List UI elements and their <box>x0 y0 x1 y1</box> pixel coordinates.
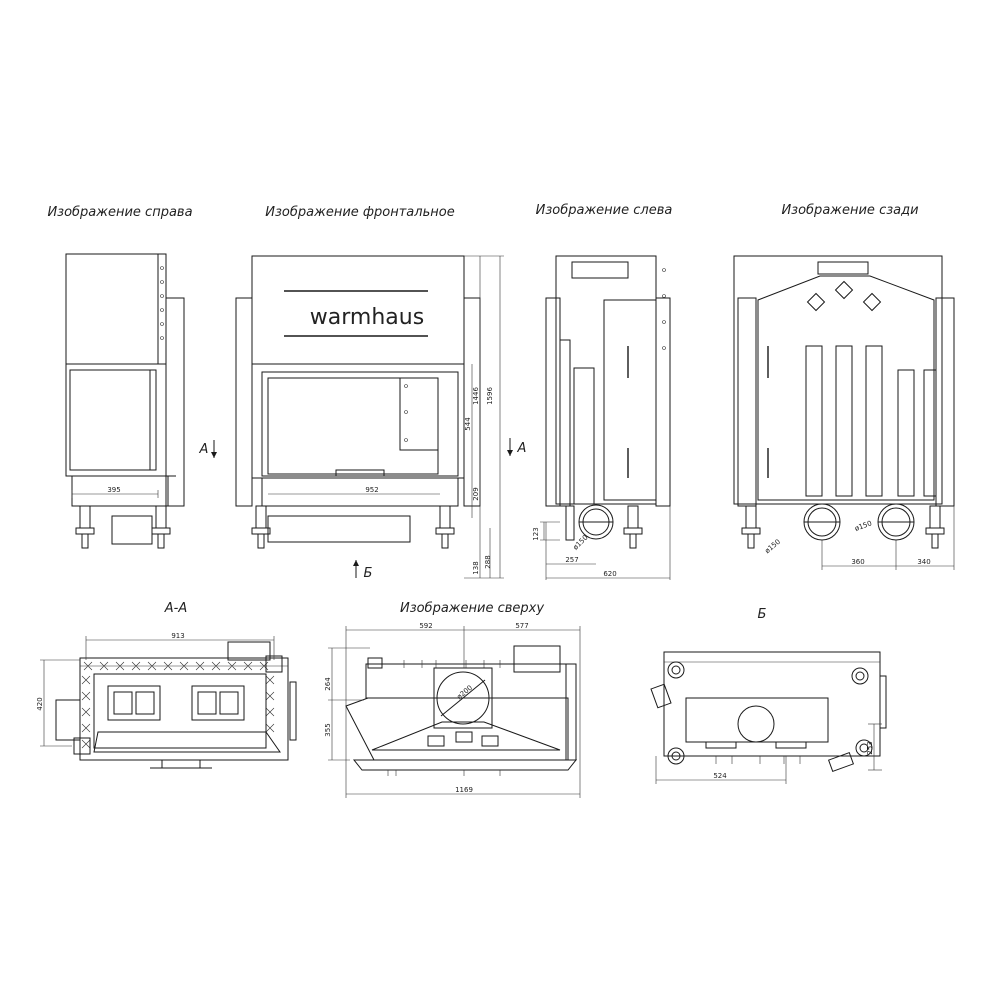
dim-front-h138: 138 <box>472 561 480 574</box>
dim-aa-h420: 420 <box>36 697 44 710</box>
dim-top-w577: 577 <box>515 622 528 630</box>
section-aa-drawing <box>55 641 297 769</box>
title-top-view: Изображение сверху <box>400 601 544 616</box>
dim-top-h355: 355 <box>324 723 332 736</box>
dim-right-width: 395 <box>107 486 120 494</box>
front-dimension-lines <box>464 255 504 579</box>
dim-front-h544: 544 <box>464 417 472 431</box>
aa-dimension-lines <box>40 636 275 747</box>
dim-back-w340: 340 <box>917 558 930 566</box>
back-dimension-lines <box>821 506 955 570</box>
dim-b-w524: 524 <box>713 772 727 780</box>
dim-back-d150-a: ø150 <box>763 538 782 555</box>
front-view-drawing <box>235 255 481 549</box>
dim-left-h123: 123 <box>532 527 540 540</box>
dim-back-d150-b: ø150 <box>854 519 873 533</box>
title-view-b: Б <box>758 607 767 622</box>
dim-top-w592: 592 <box>419 622 432 630</box>
dim-aa-w913: 913 <box>171 632 184 640</box>
brand-logo: warmhaus <box>310 305 424 330</box>
left-dimension-lines <box>540 506 671 580</box>
dim-back-w360: 360 <box>851 558 864 566</box>
dim-top-w1169: 1169 <box>455 786 473 794</box>
marker-a-right-label: А <box>517 441 527 456</box>
marker-b-label: Б <box>364 566 373 581</box>
view-b-drawing <box>650 651 887 773</box>
dim-b-h253: 253 <box>866 741 874 754</box>
dim-left-w620: 620 <box>603 570 616 578</box>
title-left-view: Изображение слева <box>536 203 673 218</box>
top-dimension-lines <box>328 626 581 798</box>
b-dimension-lines <box>655 723 882 784</box>
section-marker-a-left <box>211 440 217 458</box>
title-right-view: Изображение справа <box>47 205 192 220</box>
dim-front-width: 952 <box>365 486 378 494</box>
title-front-view: Изображение фронтальное <box>265 205 454 220</box>
dim-top-d200: ø200 <box>455 684 474 701</box>
left-view-drawing <box>545 255 671 549</box>
dim-left-w257: 257 <box>565 556 578 564</box>
dim-front-h288: 288 <box>484 555 492 568</box>
title-section-aa: А-А <box>164 601 187 616</box>
section-marker-a-right <box>507 438 513 456</box>
view-marker-b <box>353 560 359 578</box>
dim-top-h264: 264 <box>324 677 332 691</box>
title-back-view: Изображение сзади <box>781 203 918 218</box>
dim-front-h1446: 1446 <box>472 387 480 405</box>
top-view-drawing <box>345 645 578 776</box>
dim-front-h1596: 1596 <box>486 387 494 405</box>
right-view-drawing <box>65 253 185 549</box>
marker-a-left-label: А <box>199 442 209 457</box>
dim-front-h209: 209 <box>472 487 480 500</box>
back-view-drawing <box>733 255 955 549</box>
